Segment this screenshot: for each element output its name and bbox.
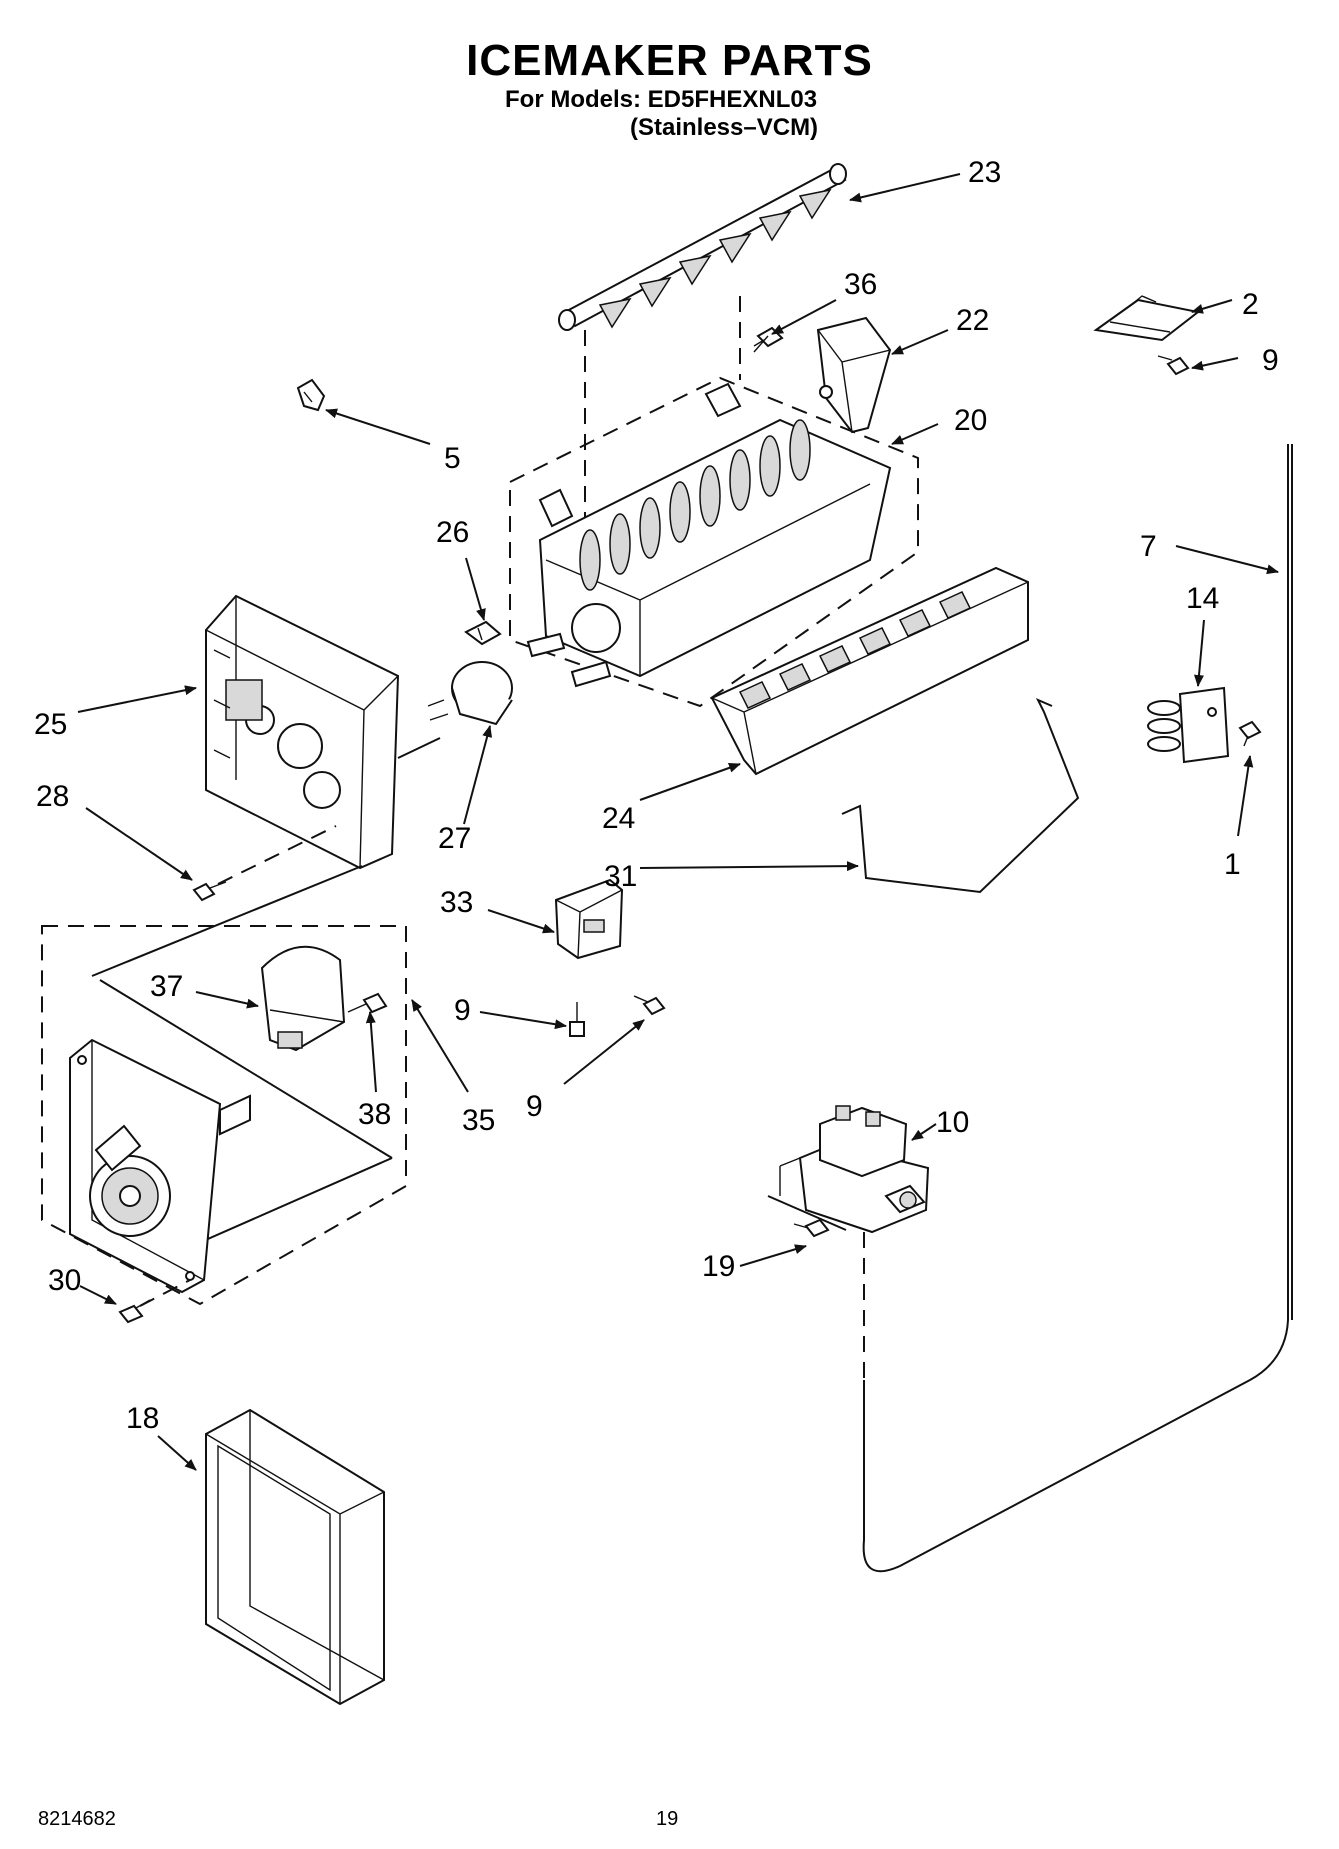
models-line: For Models: ED5FHEXNL03 bbox=[505, 86, 818, 113]
callout-9-top: 9 bbox=[1262, 344, 1279, 377]
block-33 bbox=[554, 878, 624, 960]
callout-2: 2 bbox=[1242, 288, 1259, 321]
leader-lines bbox=[77, 173, 1279, 1471]
callout-9-middle: 9 bbox=[454, 994, 471, 1027]
screw-9-right bbox=[633, 995, 666, 1016]
screw-1 bbox=[1238, 720, 1262, 747]
motor-27 bbox=[427, 661, 513, 726]
screw-28 bbox=[192, 881, 227, 902]
screw-9-top bbox=[1157, 355, 1190, 376]
callout-37: 37 bbox=[150, 970, 183, 1003]
callout-23: 23 bbox=[968, 156, 1001, 189]
ejector-arm bbox=[558, 163, 847, 331]
callout-30: 30 bbox=[48, 1264, 81, 1297]
control-module-35 bbox=[69, 1038, 251, 1294]
callout-31: 31 bbox=[604, 860, 637, 893]
callout-24: 24 bbox=[602, 802, 635, 835]
screw-9-middle bbox=[569, 1002, 585, 1037]
bracket-22 bbox=[816, 316, 892, 434]
ice-mold-20 bbox=[538, 382, 892, 678]
callout-19: 19 bbox=[702, 1250, 735, 1283]
finish-line: (Stainless–VCM) bbox=[630, 114, 819, 141]
part-2-clip bbox=[1093, 295, 1201, 342]
callout-28: 28 bbox=[36, 780, 69, 813]
clip-26 bbox=[464, 620, 502, 646]
callout-18: 18 bbox=[126, 1402, 159, 1435]
callout-22: 22 bbox=[956, 304, 989, 337]
housing-25 bbox=[205, 594, 400, 870]
callout-10: 10 bbox=[936, 1106, 969, 1139]
callout-9-bottom: 9 bbox=[526, 1090, 543, 1123]
callout-33: 33 bbox=[440, 886, 473, 919]
callout-38: 38 bbox=[358, 1098, 391, 1131]
callout-1: 1 bbox=[1224, 848, 1241, 881]
page-number: 19 bbox=[656, 1808, 679, 1830]
drive-motor-37 bbox=[260, 945, 346, 1052]
screw-19 bbox=[793, 1218, 830, 1238]
shutoff-arm-31 bbox=[841, 698, 1080, 894]
document-number: 8214682 bbox=[38, 1808, 116, 1830]
callout-7: 7 bbox=[1140, 530, 1157, 563]
callout-labels: 23 36 22 2 9 5 20 26 7 14 25 27 24 1 28 … bbox=[34, 156, 1279, 1435]
stripper-24 bbox=[710, 566, 1029, 776]
callout-36: 36 bbox=[844, 268, 877, 301]
page-title: ICEMAKER PARTS bbox=[466, 36, 873, 85]
callout-5: 5 bbox=[444, 442, 461, 475]
clip-5 bbox=[296, 378, 326, 412]
fill-tube-7 bbox=[862, 444, 1289, 1573]
screw-30 bbox=[118, 1299, 151, 1324]
clamp-14 bbox=[1147, 686, 1230, 764]
callout-20: 20 bbox=[954, 404, 987, 437]
callout-25: 25 bbox=[34, 708, 67, 741]
water-valve-10 bbox=[779, 1105, 930, 1234]
callout-35: 35 bbox=[462, 1104, 495, 1137]
callout-26: 26 bbox=[436, 516, 469, 549]
screw-38 bbox=[347, 992, 388, 1014]
cover-18 bbox=[205, 1408, 385, 1706]
callout-27: 27 bbox=[438, 822, 471, 855]
callout-14: 14 bbox=[1186, 582, 1219, 615]
